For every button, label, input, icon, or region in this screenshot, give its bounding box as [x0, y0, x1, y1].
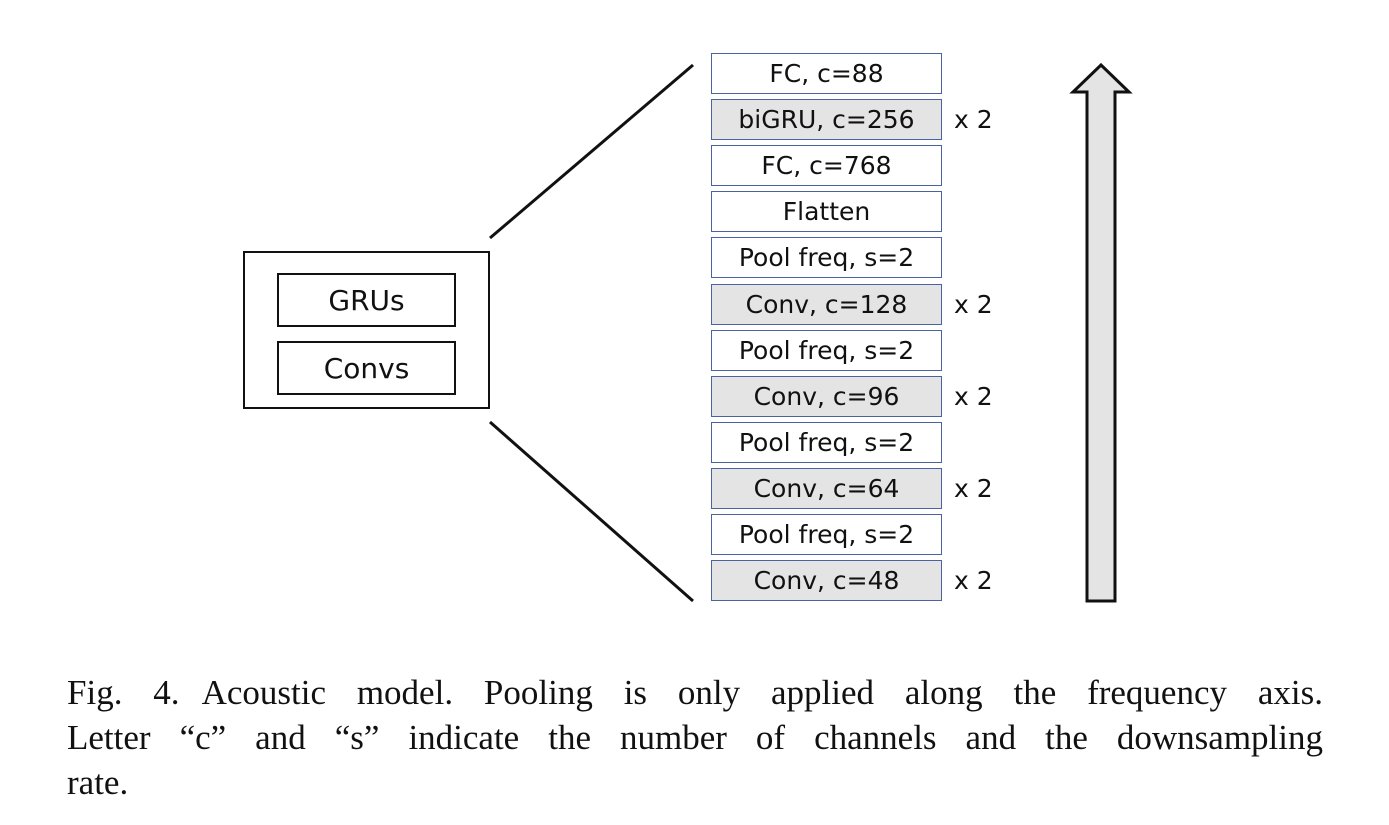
layer-box: Flatten: [711, 191, 942, 232]
figure-label: Fig. 4.: [67, 673, 180, 712]
layer-box: Conv, c=96: [711, 376, 942, 417]
layer-box: biGRU, c=256: [711, 99, 942, 140]
layer-box: Pool freq, s=2: [711, 422, 942, 463]
acoustic-model-overview-box: [243, 251, 490, 409]
caption-line-3: rate.: [67, 763, 129, 802]
layer-box: Pool freq, s=2: [711, 330, 942, 371]
layer-box: Pool freq, s=2: [711, 237, 942, 278]
repeat-label: x 2: [954, 474, 993, 503]
figure-caption: Fig. 4. Acoustic model. Pooling is only a…: [67, 670, 1323, 805]
repeat-label: x 2: [954, 290, 993, 319]
grus-block: GRUs: [277, 273, 456, 327]
layer-box: FC, c=88: [711, 53, 942, 94]
layer-box: Conv, c=48: [711, 560, 942, 601]
caption-line-1: Fig. 4. Acoustic model. Pooling is only a…: [67, 670, 1323, 715]
layer-box: Conv, c=64: [711, 468, 942, 509]
zoom-line-bottom: [489, 420, 694, 603]
caption-line-2: Letter “c” and “s” indicate the number o…: [67, 718, 1323, 757]
layer-box: Pool freq, s=2: [711, 514, 942, 555]
layer-box: FC, c=768: [711, 145, 942, 186]
caption-text-1: Acoustic model. Pooling is only applied …: [201, 673, 1323, 712]
repeat-label: x 2: [954, 382, 993, 411]
repeat-label: x 2: [954, 566, 993, 595]
zoom-line-top: [489, 63, 694, 240]
layer-box: Conv, c=128: [711, 284, 942, 325]
convs-block: Convs: [277, 341, 456, 395]
diagram-lines: [489, 62, 1133, 603]
repeat-label: x 2: [954, 105, 993, 134]
upward-arrow-icon: [1069, 62, 1133, 603]
